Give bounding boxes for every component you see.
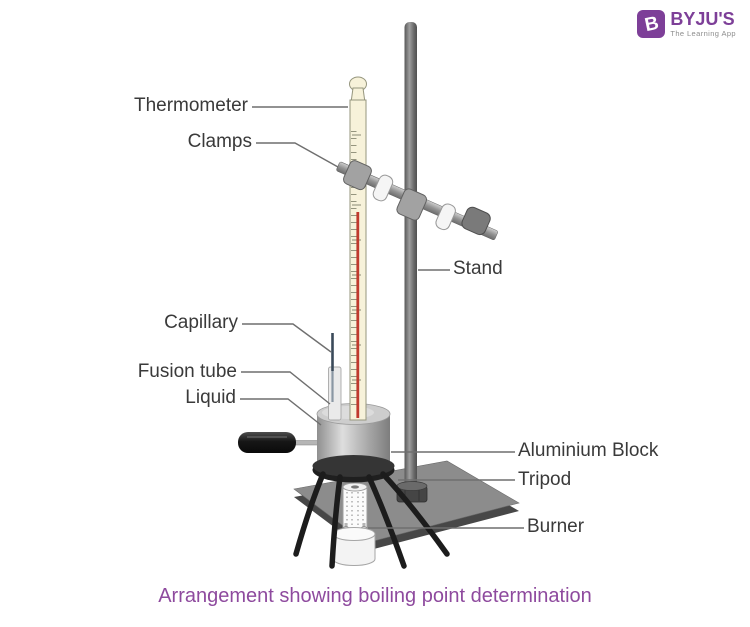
thermometer-graphic — [349, 76, 367, 421]
label-fusion-tube: Fusion tube — [137, 361, 237, 382]
tripod-ring — [312, 455, 395, 483]
label-burner: Burner — [527, 516, 585, 537]
stand-rod — [404, 22, 417, 490]
label-clamps: Clamps — [187, 131, 252, 152]
brand-tagline: The Learning App — [670, 28, 736, 38]
label-liquid: Liquid — [185, 387, 236, 408]
byjus-logo-text: BYJU'S The Learning App — [670, 8, 736, 38]
byjus-logo-icon: B — [637, 10, 666, 38]
leader-lines — [240, 106, 524, 529]
label-tripod: Tripod — [518, 469, 572, 490]
brand-name: BYJU'S — [670, 8, 735, 29]
byjus-logo: B BYJU'S The Learning App — [637, 10, 736, 38]
label-capillary: Capillary — [164, 312, 238, 333]
label-thermometer: Thermometer — [133, 95, 248, 116]
byjus-logo-letter: B — [642, 12, 661, 36]
label-stand: Stand — [453, 258, 503, 279]
label-aluminium-block: Aluminium Block — [518, 440, 659, 461]
clamp-graphic — [336, 160, 498, 241]
fusion-tube-graphic — [328, 366, 342, 421]
diagram-caption: Arrangement showing boiling point determ… — [158, 585, 592, 607]
block-handle — [238, 432, 323, 453]
tripod-legs-front — [329, 474, 407, 569]
tripod-legs-rear — [293, 471, 450, 557]
